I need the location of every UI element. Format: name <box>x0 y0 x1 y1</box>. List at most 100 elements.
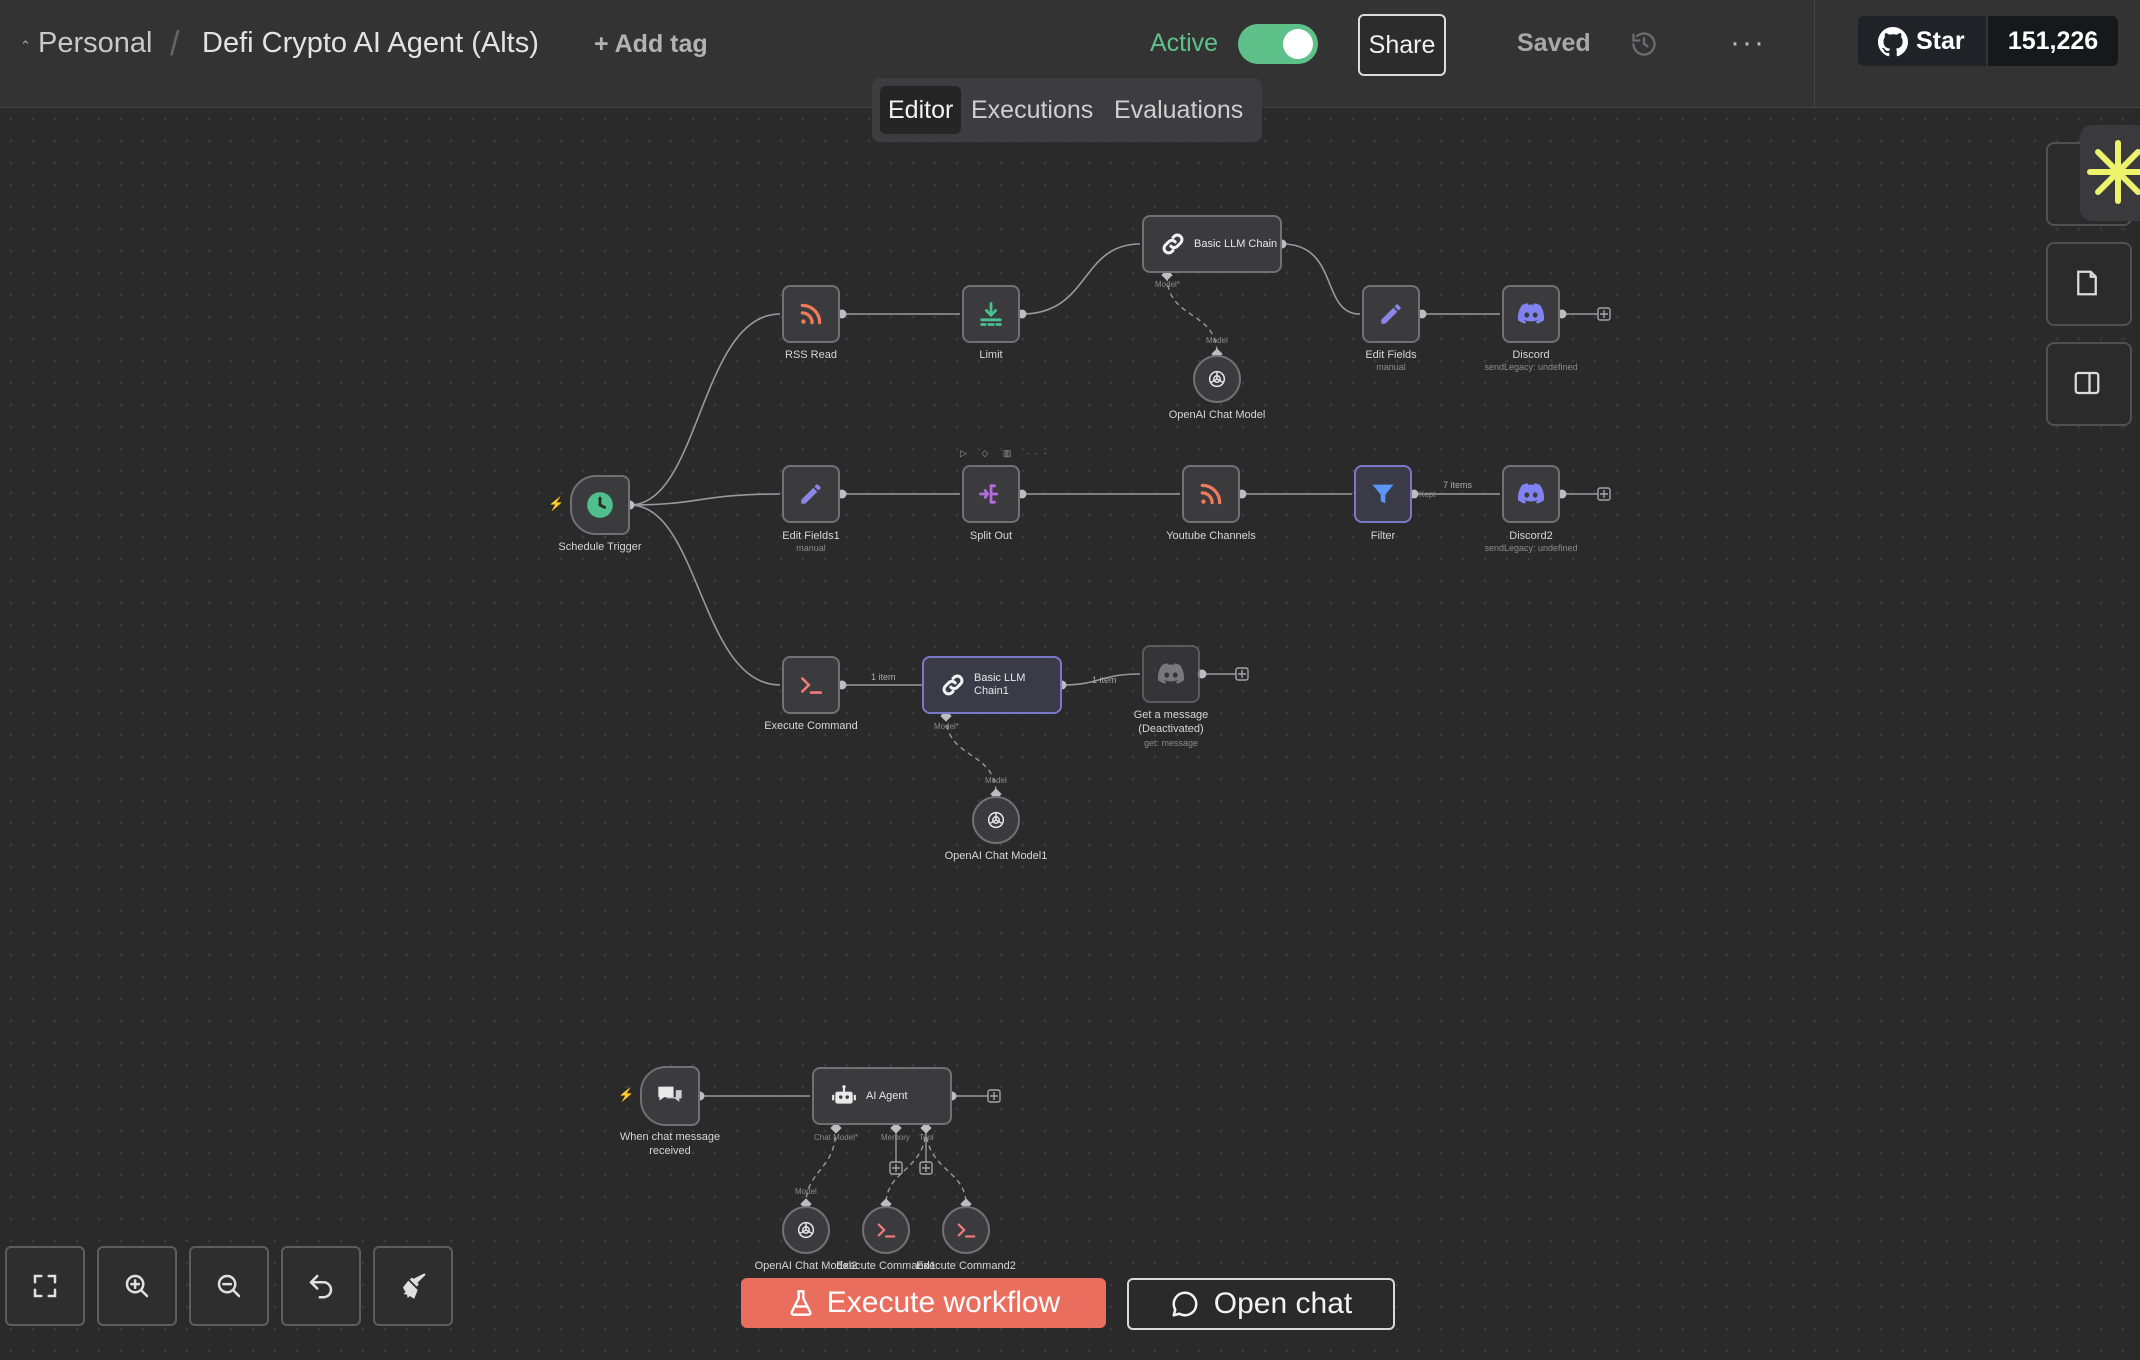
discord-icon <box>1517 483 1545 504</box>
view-tabs: Editor Executions Evaluations <box>872 78 1262 142</box>
node-inner-label: Basic LLM Chain <box>1194 237 1278 250</box>
node-label: Execute Command <box>764 720 858 732</box>
undo-icon <box>309 1274 333 1299</box>
node-label-text: Get a message (Deactivated) <box>1133 709 1209 735</box>
node-basic-llm-chain[interactable]: Basic LLM Chain <box>1142 215 1282 273</box>
node-label: Edit Fields <box>1365 349 1417 361</box>
rss-icon <box>800 303 822 325</box>
port-label-model: Model* <box>1155 280 1180 289</box>
node-openai-chat-model[interactable] <box>1193 355 1241 403</box>
node-chat-trigger[interactable] <box>640 1066 700 1126</box>
node-label: Discord <box>1512 349 1550 361</box>
more-options-icon[interactable]: ··· <box>1730 26 1766 59</box>
tidy-up-button[interactable] <box>373 1246 453 1326</box>
toggle-panel-button[interactable] <box>2046 342 2132 426</box>
node-schedule-trigger[interactable] <box>570 475 630 535</box>
node-rss-read[interactable] <box>782 285 840 343</box>
github-star-count[interactable]: 151,226 <box>1988 16 2118 66</box>
clock-icon <box>587 492 613 518</box>
sticky-note-button[interactable] <box>2046 242 2132 326</box>
node-discord2[interactable] <box>1502 465 1560 523</box>
node-label: Split Out <box>969 530 1013 542</box>
add-tag-button[interactable]: + Add tag <box>594 30 708 58</box>
undo-button[interactable] <box>281 1246 361 1326</box>
tab-executions[interactable]: Executions <box>971 96 1094 124</box>
history-icon[interactable] <box>1630 30 1658 63</box>
node-execute-command1[interactable] <box>862 1206 910 1254</box>
note-icon <box>2077 270 2097 296</box>
share-button[interactable]: Share <box>1358 14 1446 76</box>
panel-icon <box>2074 371 2100 395</box>
collapse-icon[interactable]: ⌃ <box>20 38 31 53</box>
node-basic-llm-chain1[interactable]: Basic LLM Chain1 <box>922 656 1062 714</box>
node-hover-toolbar[interactable]: ▷ ◇ ▥ ··· <box>960 448 1053 458</box>
chat-bubble-icon <box>1172 1291 1198 1317</box>
zoom-in-button[interactable] <box>97 1246 177 1326</box>
fullscreen-icon <box>33 1274 57 1298</box>
openai-icon <box>797 1221 815 1239</box>
chat-icon <box>658 1086 682 1102</box>
node-execute-command[interactable] <box>782 656 840 714</box>
edge-item-count: 1 item <box>871 672 896 682</box>
node-discord[interactable] <box>1502 285 1560 343</box>
open-chat-button[interactable]: Open chat <box>1127 1278 1395 1330</box>
header-divider <box>1814 0 1815 107</box>
saved-status: Saved <box>1517 29 1591 57</box>
node-edit-fields[interactable] <box>1362 285 1420 343</box>
zoom-out-icon <box>217 1274 241 1298</box>
limit-icon <box>980 302 1002 326</box>
tab-editor[interactable]: Editor <box>880 86 962 134</box>
terminal-icon <box>801 677 823 694</box>
node-edit-fields1[interactable] <box>782 465 840 523</box>
port-label-model: Model <box>795 1187 817 1196</box>
node-label: Limit <box>979 349 1003 361</box>
node-get-message[interactable] <box>1142 645 1200 703</box>
execute-workflow-button[interactable]: Execute workflow <box>741 1278 1106 1328</box>
node-inner-label: Basic LLM Chain1 <box>974 672 1026 697</box>
execute-workflow-label: Execute workflow <box>826 1286 1061 1319</box>
node-ai-agent[interactable]: AI Agent <box>812 1067 952 1125</box>
sparkle-icon <box>2087 140 2140 204</box>
port-label-kept: Kept <box>1419 490 1436 499</box>
openai-icon <box>1208 370 1226 388</box>
node-label: OpenAI Chat Model1 <box>944 850 1048 862</box>
node-subtitle: sendLegacy: undefined <box>1484 362 1578 372</box>
node-split-out[interactable] <box>962 465 1020 523</box>
zoom-in-icon <box>125 1274 149 1298</box>
open-chat-label: Open chat <box>1213 1287 1353 1320</box>
port-label-model: Model* <box>934 722 959 731</box>
node-openai-chat-model1[interactable] <box>972 796 1020 844</box>
ai-assistant-button[interactable] <box>2080 125 2140 221</box>
pencil-icon <box>1381 304 1401 324</box>
node-openai-chat-model2[interactable] <box>782 1206 830 1254</box>
github-star-label: Star <box>1916 27 1965 55</box>
link-icon <box>1162 233 1184 255</box>
node-label: Get a message (Deactivated) <box>1091 708 1251 736</box>
node-subtitle: sendLegacy: undefined <box>1484 543 1578 553</box>
workflow-title[interactable]: Defi Crypto AI Agent (Alts) <box>202 27 539 59</box>
node-label: RSS Read <box>785 349 837 361</box>
fit-view-button[interactable] <box>5 1246 85 1326</box>
breadcrumb-personal[interactable]: Personal <box>38 27 153 59</box>
port-label-chat-model: Chat Model* <box>814 1133 859 1142</box>
edge-item-count: 7 items <box>1443 480 1473 490</box>
github-star-button[interactable]: Star <box>1858 16 1986 66</box>
node-youtube-channels[interactable] <box>1182 465 1240 523</box>
zoom-out-button[interactable] <box>189 1246 269 1326</box>
terminal-icon <box>877 1223 896 1238</box>
split-icon <box>979 484 999 504</box>
node-execute-command2[interactable] <box>942 1206 990 1254</box>
port-label-model: Model <box>1206 336 1228 345</box>
active-toggle[interactable] <box>1238 24 1318 64</box>
toggle-knob <box>1283 29 1313 59</box>
node-label: Execute Command1 <box>836 1260 936 1272</box>
filter-icon <box>1372 484 1394 504</box>
node-label: Schedule Trigger <box>558 541 642 553</box>
tab-evaluations[interactable]: Evaluations <box>1114 96 1244 124</box>
github-icon <box>1878 27 1908 57</box>
node-label: When chat message received <box>590 1130 750 1158</box>
node-filter[interactable] <box>1354 465 1412 523</box>
pencil-icon <box>801 484 821 504</box>
workflow-canvas[interactable] <box>0 108 2140 1360</box>
node-limit[interactable] <box>962 285 1020 343</box>
